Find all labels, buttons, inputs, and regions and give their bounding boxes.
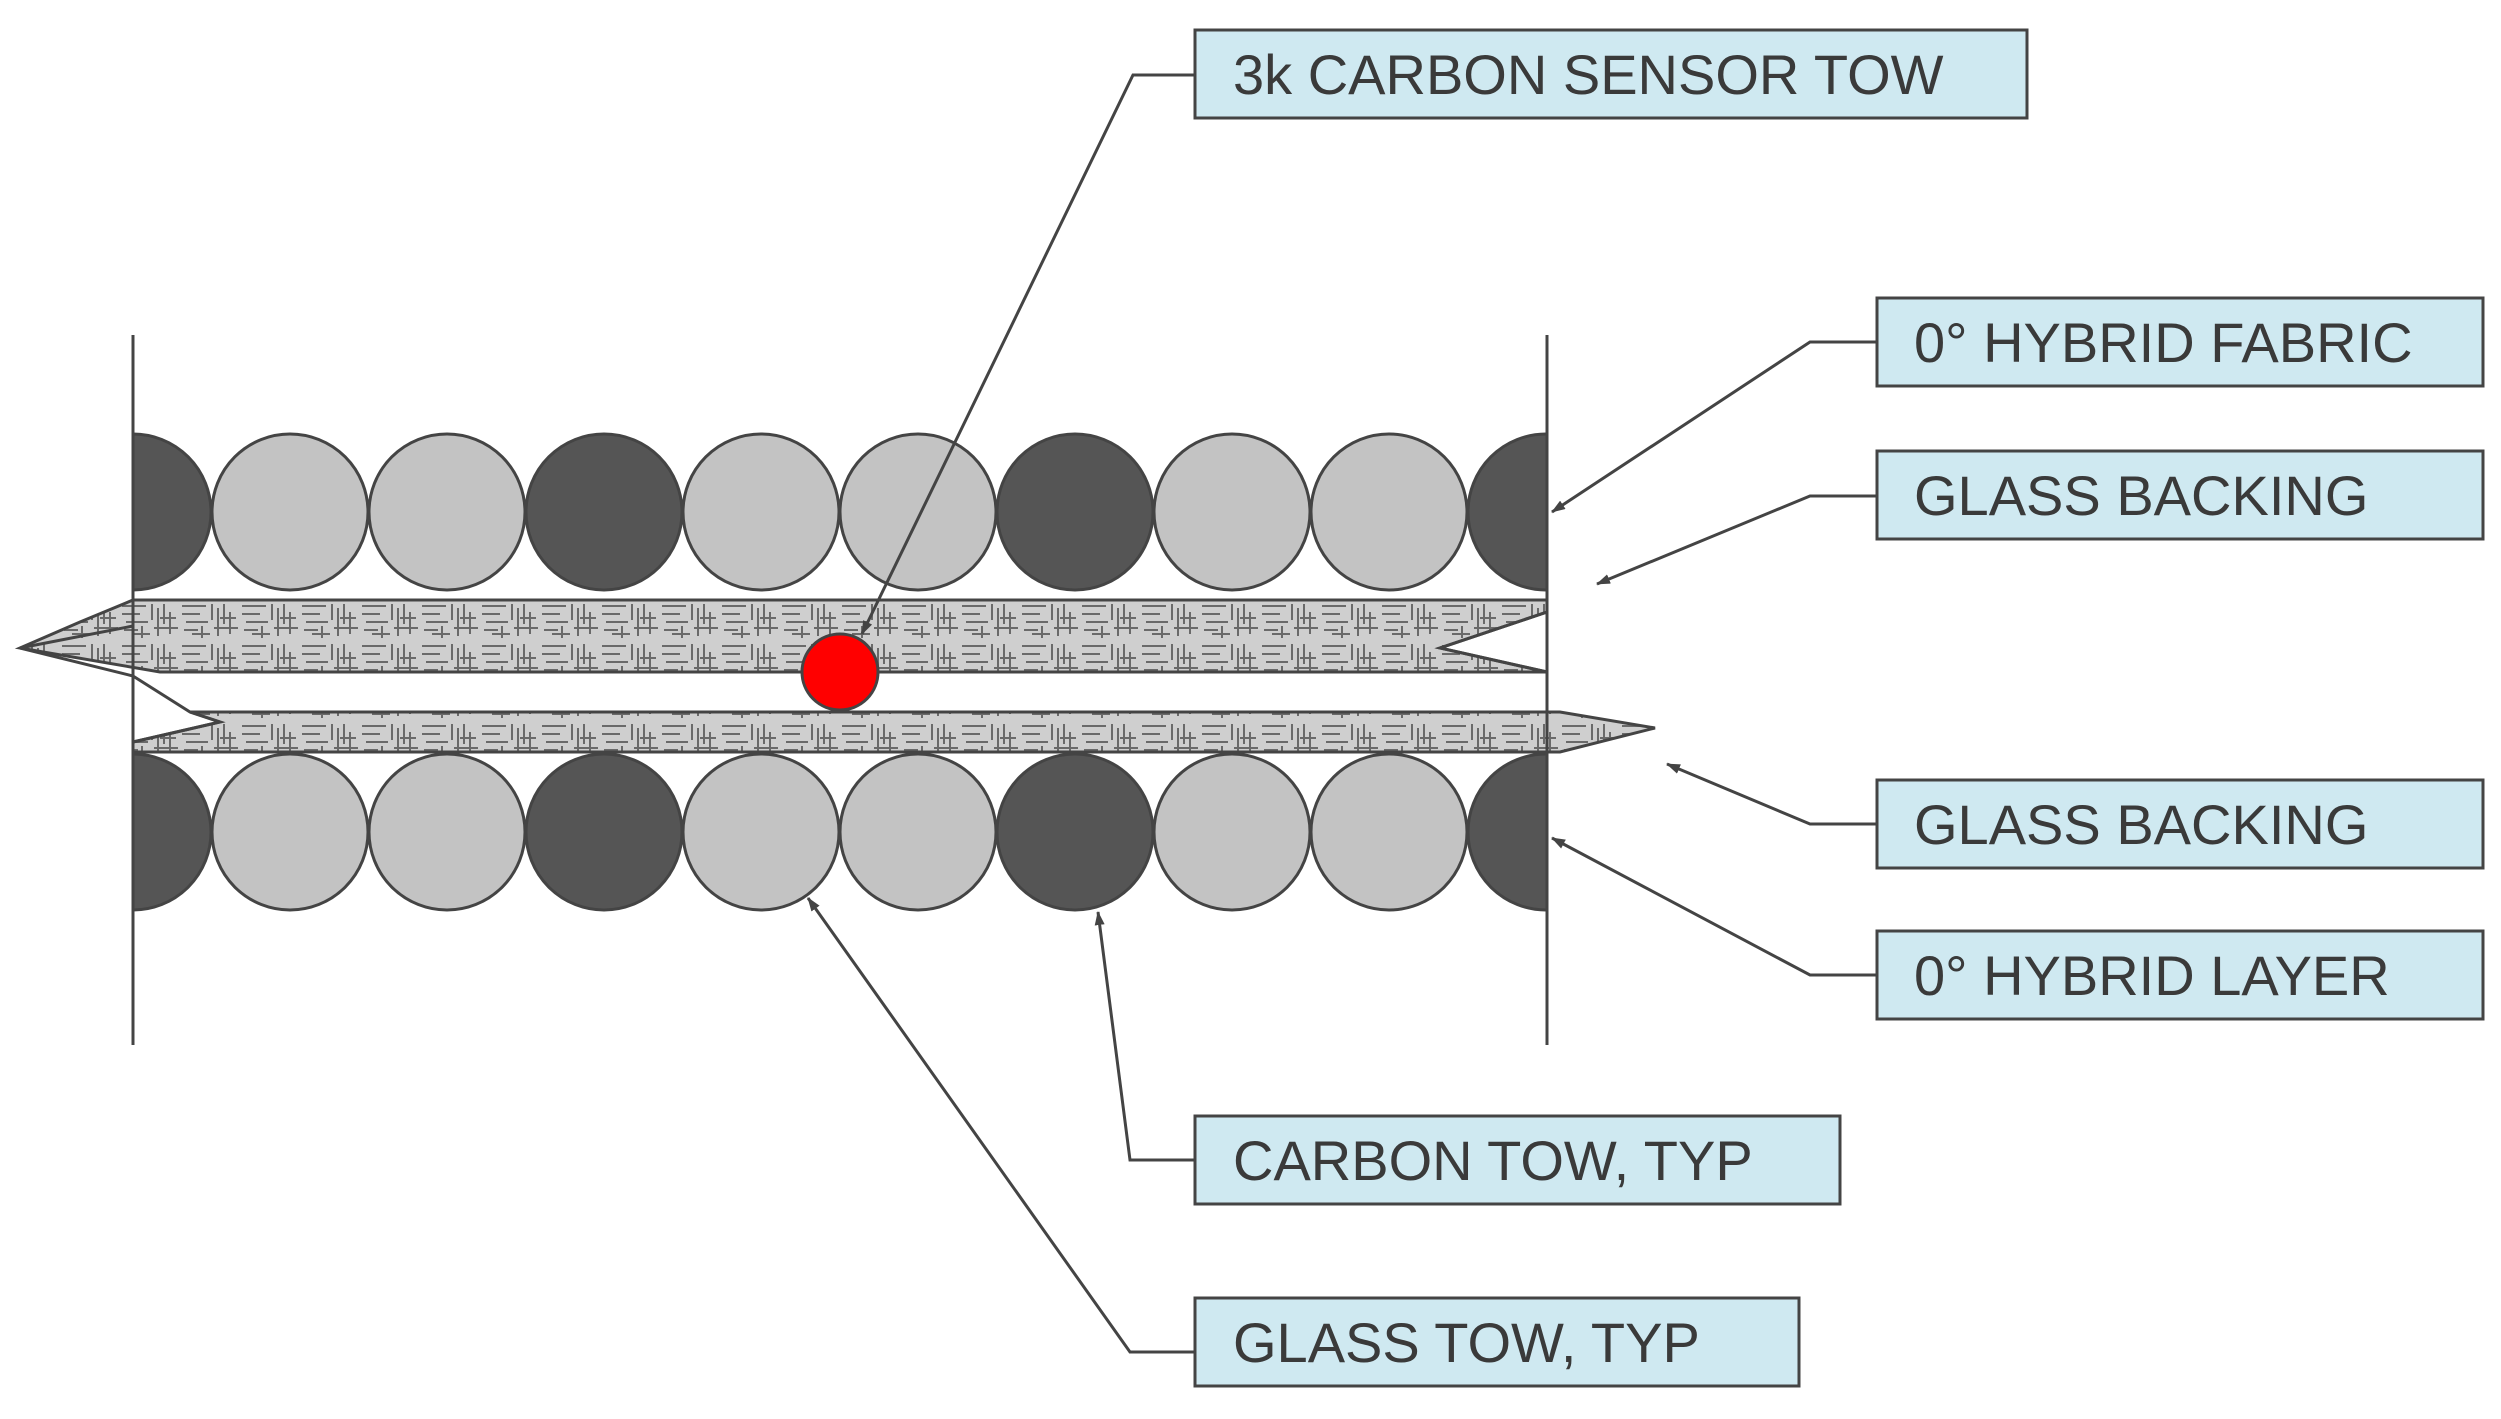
label-glass-backing-bottom: GLASS BACKING bbox=[1875, 778, 2485, 870]
leader-carbon-tow bbox=[1094, 911, 1195, 1162]
label-glass-backing-bottom-text: GLASS BACKING bbox=[1914, 793, 2368, 856]
label-hybrid-layer-text: 0° HYBRID LAYER bbox=[1914, 944, 2390, 1007]
carbon-sensor-tow bbox=[800, 632, 880, 712]
label-hybrid-fabric: 0° HYBRID FABRIC bbox=[1875, 296, 2485, 388]
top-glass-tow bbox=[1152, 432, 1312, 592]
label-carbon-tow-text: CARBON TOW, TYP bbox=[1233, 1129, 1753, 1192]
label-glass-tow-text: GLASS TOW, TYP bbox=[1233, 1311, 1700, 1374]
leader-hybrid-fabric bbox=[1551, 340, 1877, 514]
label-glass-backing-top: GLASS BACKING bbox=[1875, 449, 2485, 541]
bottom-glass-tow bbox=[681, 752, 841, 912]
label-sensor-tow-text: 3k CARBON SENSOR TOW bbox=[1233, 43, 1944, 106]
right-break-line bbox=[1434, 610, 1548, 674]
label-box bbox=[1875, 929, 2485, 1021]
top-glass-tow bbox=[210, 432, 370, 592]
bottom-glass-tow bbox=[838, 752, 998, 912]
label-box bbox=[1193, 1114, 1842, 1206]
bottom-glass-tow bbox=[367, 752, 527, 912]
top-glass-tow bbox=[1309, 432, 1469, 592]
leader-glass-backing-top bbox=[1596, 494, 1877, 586]
label-hybrid-fabric-text: 0° HYBRID FABRIC bbox=[1914, 311, 2413, 374]
label-carbon-tow: CARBON TOW, TYP bbox=[1193, 1114, 1842, 1206]
label-sensor-tow: 3k CARBON SENSOR TOW bbox=[1193, 28, 2029, 120]
bottom-glass-tow bbox=[1152, 752, 1312, 912]
label-box bbox=[1193, 28, 2029, 120]
label-box bbox=[1875, 778, 2485, 870]
glass-backing-bottom-strip bbox=[131, 710, 1656, 754]
label-glass-tow: GLASS TOW, TYP bbox=[1193, 1296, 1801, 1388]
glass-backing-top-strip bbox=[14, 598, 1549, 674]
label-box bbox=[1875, 449, 2485, 541]
leader-glass-tow bbox=[806, 897, 1195, 1354]
leader-glass-backing-bottom bbox=[1666, 762, 1877, 826]
top-hybrid-fabric-tow-row bbox=[133, 432, 1547, 592]
top-glass-tow bbox=[838, 432, 998, 592]
leader-sensor-tow bbox=[860, 73, 1195, 635]
bottom-carbon-tow bbox=[524, 752, 684, 912]
top-carbon-tow bbox=[995, 432, 1155, 592]
label-box bbox=[1875, 296, 2485, 388]
label-box bbox=[1193, 1296, 1801, 1388]
top-glass-tow bbox=[367, 432, 527, 592]
bottom-carbon-tow bbox=[995, 752, 1155, 912]
bottom-glass-tow bbox=[210, 752, 370, 912]
top-carbon-tow bbox=[524, 432, 684, 592]
label-glass-backing-top-text: GLASS BACKING bbox=[1914, 464, 2368, 527]
bottom-glass-tow bbox=[1309, 752, 1469, 912]
label-hybrid-layer: 0° HYBRID LAYER bbox=[1875, 929, 2485, 1021]
leader-hybrid-layer bbox=[1551, 836, 1877, 977]
bottom-hybrid-layer-tow-row bbox=[133, 752, 1547, 912]
left-break-line bbox=[19, 624, 226, 744]
top-glass-tow bbox=[681, 432, 841, 592]
